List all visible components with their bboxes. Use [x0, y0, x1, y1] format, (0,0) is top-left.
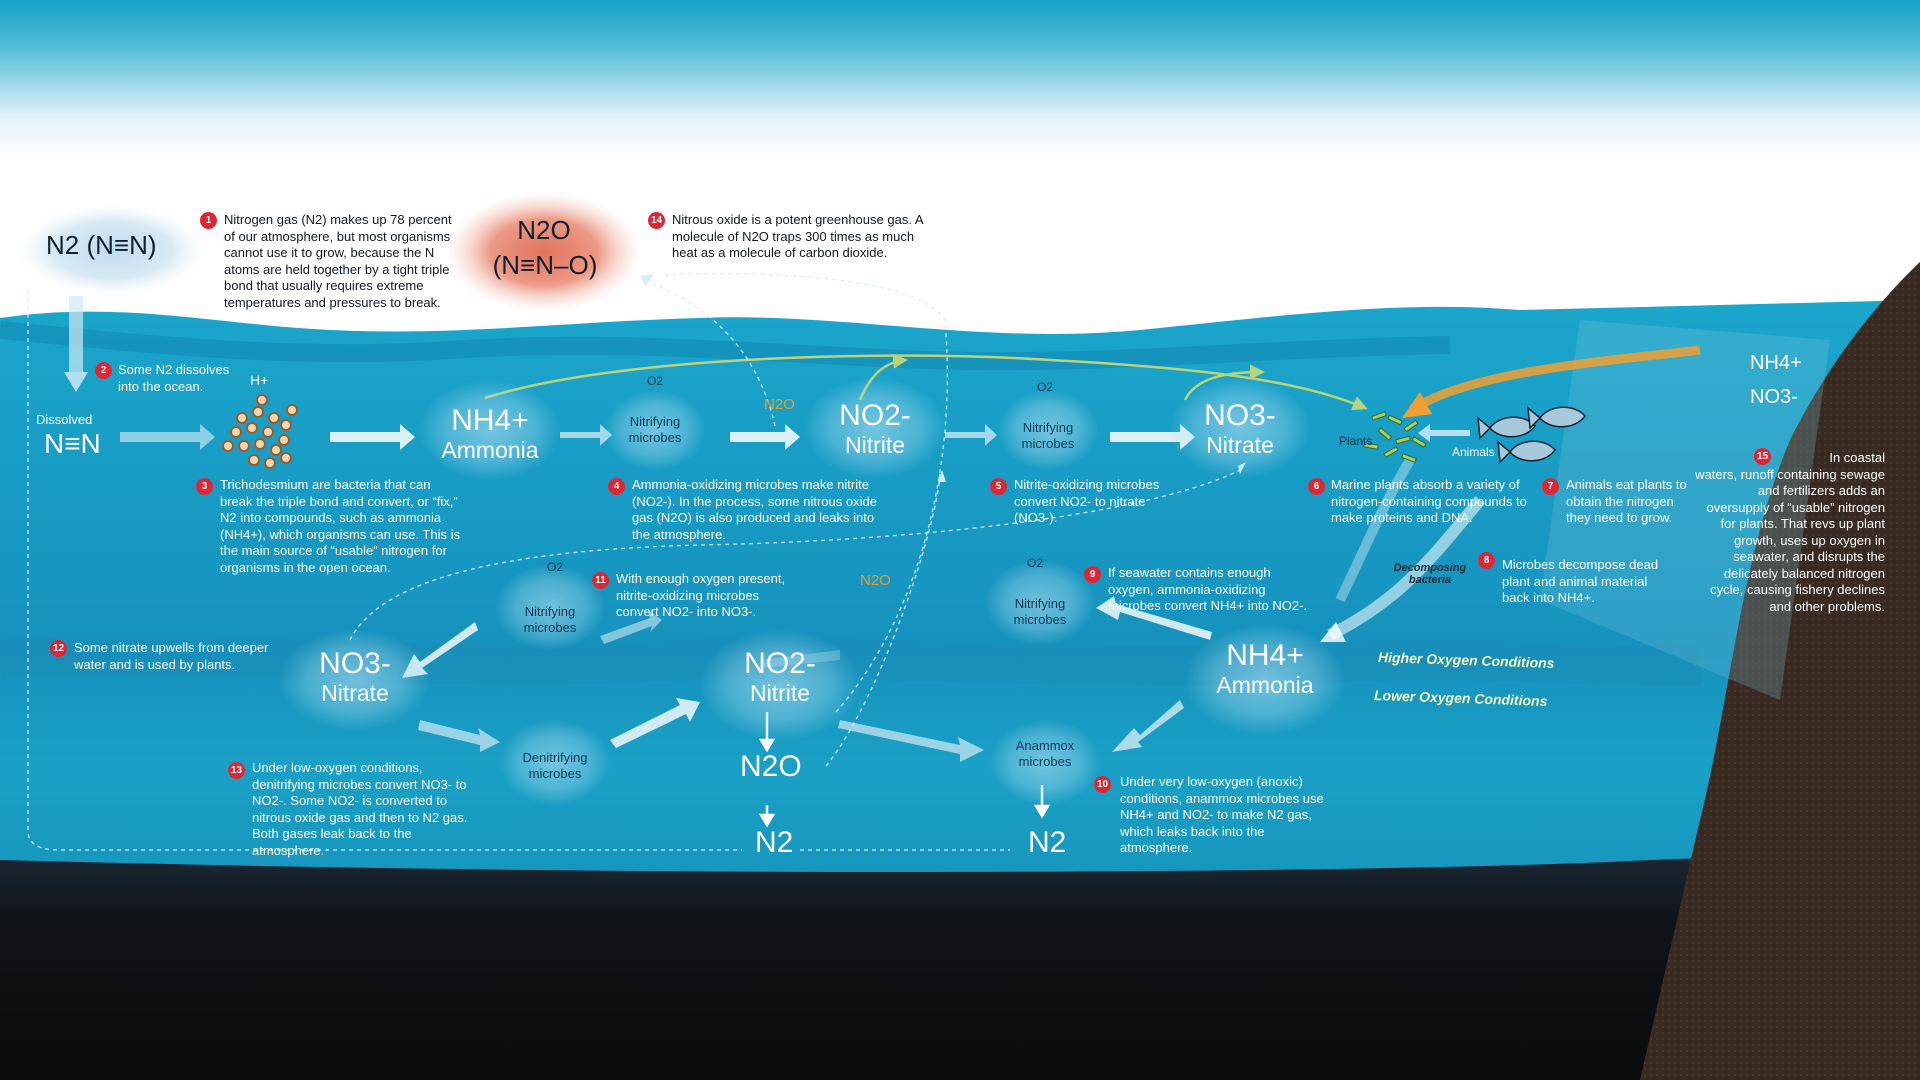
note-1: Nitrogen gas (N2) makes up 78 percent of…	[224, 212, 452, 310]
note-12: Some nitrate upwells from deeper water a…	[74, 640, 269, 672]
shore-nh4: NH4+	[1750, 352, 1802, 374]
plants-group	[1363, 411, 1427, 463]
uptake-arrow	[484, 354, 1368, 411]
ammonia-formula-low: NH4+	[1226, 639, 1304, 672]
nitrite-name: Nitrite	[844, 432, 906, 458]
nitrite-node-top: NO2- Nitrite	[810, 399, 940, 459]
shore-no3: NO3-	[1750, 386, 1798, 408]
badge-15: 15	[1754, 448, 1771, 465]
n2o-leak-label: N2O	[764, 396, 795, 413]
note-5: Nitrite-oxidizing microbes convert NO2- …	[1014, 477, 1160, 525]
trichodesmium-cluster	[222, 394, 298, 469]
n2o-leak-label-2: N2O	[860, 572, 891, 589]
nitrifying-microbes-3: Nitrifying microbes	[523, 604, 577, 635]
nitrite-formula: NO2-	[839, 399, 911, 432]
badge-9: 9	[1084, 566, 1101, 583]
o2-label: O2	[646, 374, 663, 388]
badge-13: 13	[228, 762, 245, 779]
nitrate-name: Nitrate	[1206, 432, 1274, 458]
badge-14: 14	[648, 212, 665, 229]
ammonia-node-top: NH4+ Ammonia	[425, 404, 555, 464]
nitrate-node-low: NO3- Nitrate	[290, 647, 420, 707]
denitrifying-cloud	[500, 720, 610, 805]
nitrifying-cloud-4	[985, 560, 1095, 645]
badge-1: 1	[200, 212, 217, 229]
decomposing-bacteria-label: Decomposing bacteria	[1393, 562, 1467, 586]
anammox-microbes: Anammox microbes	[1015, 738, 1075, 769]
n2-gas-formula: N2 (N≡N)	[46, 230, 157, 260]
nitrifying-microbes-2: Nitrifying microbes	[1021, 420, 1075, 451]
ammonia-node-low: NH4+ Ammonia	[1200, 639, 1330, 699]
nitrate-formula-low: NO3-	[319, 647, 391, 680]
nitrate-formula: NO3-	[1204, 399, 1276, 432]
badge-2: 2	[95, 362, 112, 379]
o2-label: O2	[1026, 556, 1043, 570]
plants-label: Plants	[1339, 434, 1373, 448]
n2-product-2: N2	[1028, 826, 1067, 859]
wave	[0, 321, 1451, 371]
note-14: Nitrous oxide is a potent greenhouse gas…	[672, 212, 923, 260]
note-9: If seawater contains enough oxygen, ammo…	[1108, 565, 1308, 613]
badge-8: 8	[1478, 552, 1495, 569]
nitrite-name-low: Nitrite	[749, 680, 811, 706]
runoff-glow	[1540, 320, 1830, 700]
note-15: In coastal waters, runoff containing sew…	[1695, 450, 1885, 614]
n2-product-1: N2	[755, 826, 794, 859]
badge-6: 6	[1308, 478, 1325, 495]
anammox-cloud	[990, 720, 1100, 805]
h-plus-label: H+	[250, 372, 269, 388]
note-6: Marine plants absorb a variety of nitrog…	[1331, 477, 1527, 525]
badge-3: 3	[196, 478, 213, 495]
note-7: Animals eat plants to obtain the nitroge…	[1566, 477, 1687, 525]
badge-5: 5	[990, 478, 1007, 495]
dissolved-label: Dissolved	[36, 412, 93, 427]
note-10: Under very low-oxygen (anoxic) condition…	[1120, 774, 1324, 855]
seafloor	[0, 850, 1920, 1080]
ammonia-name-low: Ammonia	[1216, 672, 1314, 698]
nitrate-name-low: Nitrate	[321, 680, 389, 706]
note-11: With enough oxygen present, nitrite-oxid…	[616, 571, 786, 619]
nitrifying-microbes-4: Nitrifying microbes	[1013, 596, 1067, 627]
nitrifying-cloud-2	[998, 390, 1098, 470]
n2o-product: N2O	[740, 750, 802, 783]
o2-label: O2	[546, 560, 563, 574]
denitrifying-microbes: Denitrifying microbes	[522, 750, 588, 781]
nitrate-cloud-top	[1170, 378, 1310, 478]
o2-label: O2	[1036, 380, 1053, 394]
dissolved-formula: N≡N	[44, 428, 101, 459]
ammonia-cloud-top	[420, 380, 560, 480]
note-13: Under low-oxygen conditions, denitrifyin…	[252, 760, 468, 858]
nitrifying-microbes-1: Nitrifying microbes	[628, 414, 682, 445]
nitrifying-cloud-1	[605, 390, 705, 470]
nitrite-formula-low: NO2-	[744, 647, 816, 680]
runoff-arrow	[1409, 345, 1701, 414]
ammonia-formula: NH4+	[451, 404, 529, 437]
nitrite-cloud-low	[700, 630, 860, 740]
ammonia-cloud-low	[1185, 625, 1345, 735]
animals-label: Animals	[1452, 445, 1495, 459]
nitrifying-cloud-3	[495, 565, 605, 650]
note-2: Some N2 dissolves into the ocean.	[118, 362, 230, 394]
n2-cloud	[12, 202, 212, 298]
nitrite-node-low: NO2- Nitrite	[715, 647, 845, 707]
nitrate-cloud-low	[280, 630, 430, 730]
n2o-gas-formula: N2O	[517, 215, 571, 245]
fish-group	[1477, 406, 1586, 464]
dashed-return-lines	[27, 273, 1241, 851]
n2o-structure: (N≡N–O)	[492, 250, 598, 280]
badge-10: 10	[1094, 776, 1111, 793]
note-3: Trichodesmium are bacteria that can brea…	[220, 477, 460, 575]
shore-slope	[1640, 262, 1920, 1080]
badge-7: 7	[1542, 478, 1559, 495]
note-8: Microbes decompose dead plant and animal…	[1502, 557, 1659, 605]
badge-4: 4	[608, 478, 625, 495]
n2o-cloud	[446, 192, 642, 312]
badge-12: 12	[50, 640, 67, 657]
nitrate-node-top: NO3- Nitrate	[1175, 399, 1305, 459]
ammonia-name: Ammonia	[441, 437, 539, 463]
note-4: Ammonia-oxidizing microbes make nitrite …	[632, 477, 877, 542]
nitrite-cloud-top	[805, 378, 945, 478]
upper-flow-arrows	[120, 424, 1470, 450]
